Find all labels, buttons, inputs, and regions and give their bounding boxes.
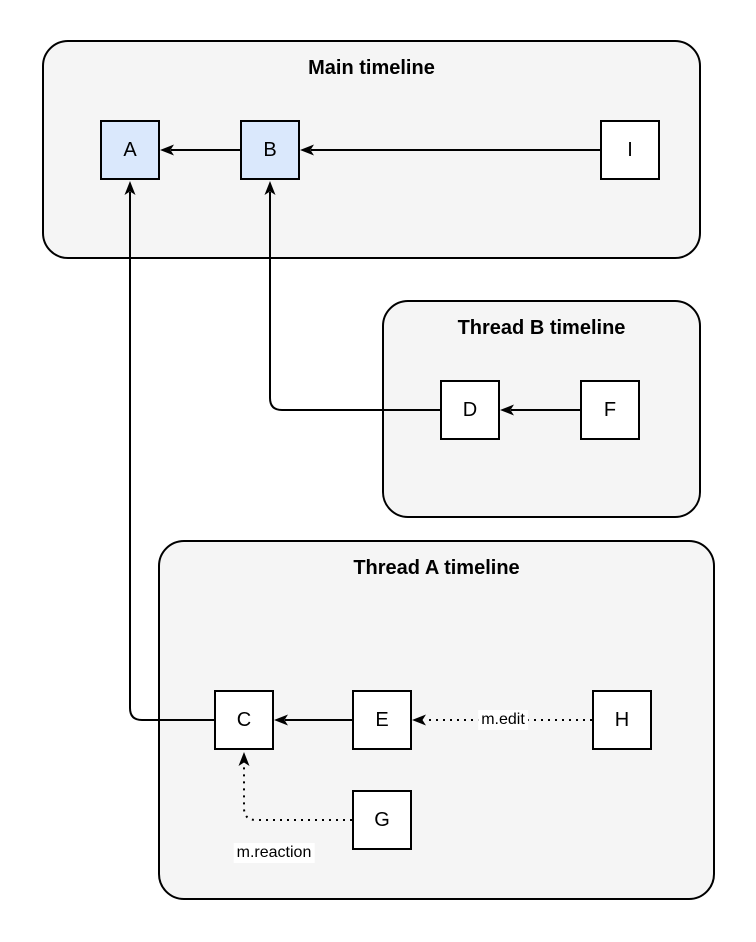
event-node-a: A <box>100 120 160 180</box>
thread-a-timeline-title: Thread A timeline <box>353 557 520 579</box>
event-node-b: B <box>240 120 300 180</box>
event-node-i: I <box>600 120 660 180</box>
event-node-h: H <box>592 690 652 750</box>
event-node-c: C <box>214 690 274 750</box>
event-node-e: E <box>352 690 412 750</box>
main-timeline-title: Main timeline <box>308 57 435 79</box>
thread-b-timeline-title: Thread B timeline <box>457 317 626 339</box>
container-thread-b-timeline: Thread B timeline <box>382 300 701 518</box>
edge-label-m-reaction: m.reaction <box>233 843 315 863</box>
event-node-d: D <box>440 380 500 440</box>
event-node-f: F <box>580 380 640 440</box>
edge-label-m-edit: m.edit <box>478 710 528 730</box>
event-node-g: G <box>352 790 412 850</box>
